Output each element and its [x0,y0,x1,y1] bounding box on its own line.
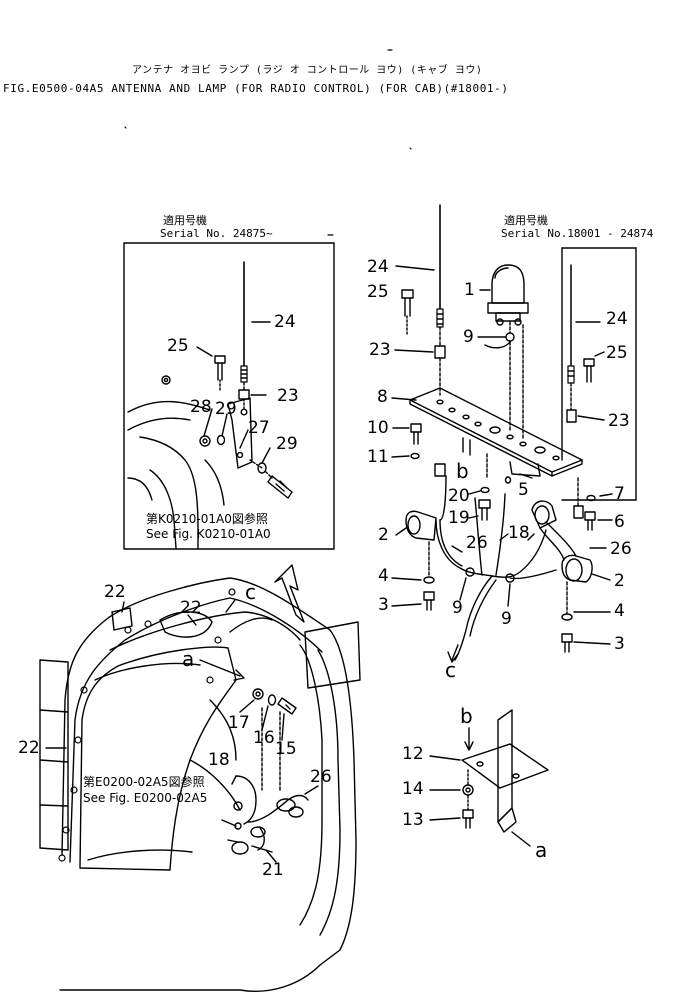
right-inset [561,247,637,501]
part-label: 23 [369,340,391,360]
part-label: 16 [253,728,275,748]
part-label: 25 [606,343,628,363]
part-label: 5 [518,480,529,500]
cab-reference-en: See Fig. E0200-02A5 [83,791,208,805]
cab-assembly [39,564,361,992]
bracket-plate [461,743,549,789]
part-label: 1 [464,280,475,300]
part-label: 9 [501,609,512,629]
part-label: 18 [508,523,530,543]
detail-marker-c: c [445,658,456,682]
bolt-circle [161,375,171,385]
main-assembly [391,204,613,663]
part-label: 2 [378,525,389,545]
right-serial-jp: 適用号機 [504,214,548,227]
part-label: 24 [367,257,389,277]
part-label: 4 [378,566,389,586]
part-label: 27 [248,418,270,438]
part-label: 7 [614,484,625,504]
detail-marker-b: b [460,704,473,728]
antenna-bracket [227,397,253,469]
part-label: 25 [167,336,189,356]
part-label: 26 [310,767,332,787]
part-label: 13 [402,810,424,830]
part-label: 29 [276,434,298,454]
left-reference-en: See Fig. K0210-01A0 [146,527,271,541]
part-label: 2 [614,571,625,591]
part-label: 26 [466,533,488,553]
part-label: 6 [614,512,625,532]
part-label: 24 [274,312,296,332]
part-label: 11 [367,447,389,467]
part-label: 15 [275,739,297,759]
part-label: 19 [448,508,470,528]
part-label: 12 [402,744,424,764]
part-label: 21 [262,860,284,880]
part-label: 29 [215,399,237,419]
part-label: 22 [104,582,126,602]
part-label: 25 [367,282,389,302]
work-lamp-right [561,554,593,583]
part-label: 26 [610,539,632,559]
part-label: 28 [190,397,212,417]
part-label: 22 [18,738,40,758]
pointer-arrow [274,564,305,623]
detail-marker-a: a [182,647,195,671]
detail-marker-a: a [535,838,548,862]
part-label: 23 [277,386,299,406]
part-label: 22 [180,598,202,618]
part-label: 17 [228,713,250,733]
part-label: 8 [377,387,388,407]
cab-roof-outline [127,400,211,413]
rotary-lamp [491,264,525,304]
figure-title: FIG.E0500-04A5 ANTENNA AND LAMP (FOR RAD… [3,82,509,95]
part-label: 9 [463,327,474,347]
work-lamp-left [405,510,437,541]
cab-reference-jp: 第E0200-02A5図参照 [83,775,205,789]
part-label: 3 [378,595,389,615]
part-label: 3 [614,634,625,654]
bracket-assembly [429,709,549,847]
part-label: 10 [367,418,389,438]
part-label: 20 [448,486,470,506]
detail-cut-box [304,621,361,689]
part-label: 9 [452,598,463,618]
left-inset-frame [123,242,335,550]
trim-strip-left [39,659,69,851]
part-label: 18 [208,750,230,770]
part-label: 14 [402,779,424,799]
part-label: 4 [614,601,625,621]
left-serial-jp: 適用号機 [163,214,207,227]
cab-outline [59,577,357,992]
header-kana: アンテナ オヨビ ランプ (ラジ オ コントロール ヨウ) (キャブ ヨウ) [132,65,483,76]
part-label: 23 [608,411,630,431]
left-reference-jp: 第K0210-01A0図参照 [146,512,268,526]
detail-marker-c: c [245,580,256,604]
detail-marker-b: b [456,459,469,483]
scan-specks [124,49,412,236]
left-inset [123,242,335,550]
right-serial-number: Serial No.18001 - 24874 [501,227,654,240]
left-serial-number: Serial No. 24875~ [160,227,273,240]
part-label: 24 [606,309,628,329]
